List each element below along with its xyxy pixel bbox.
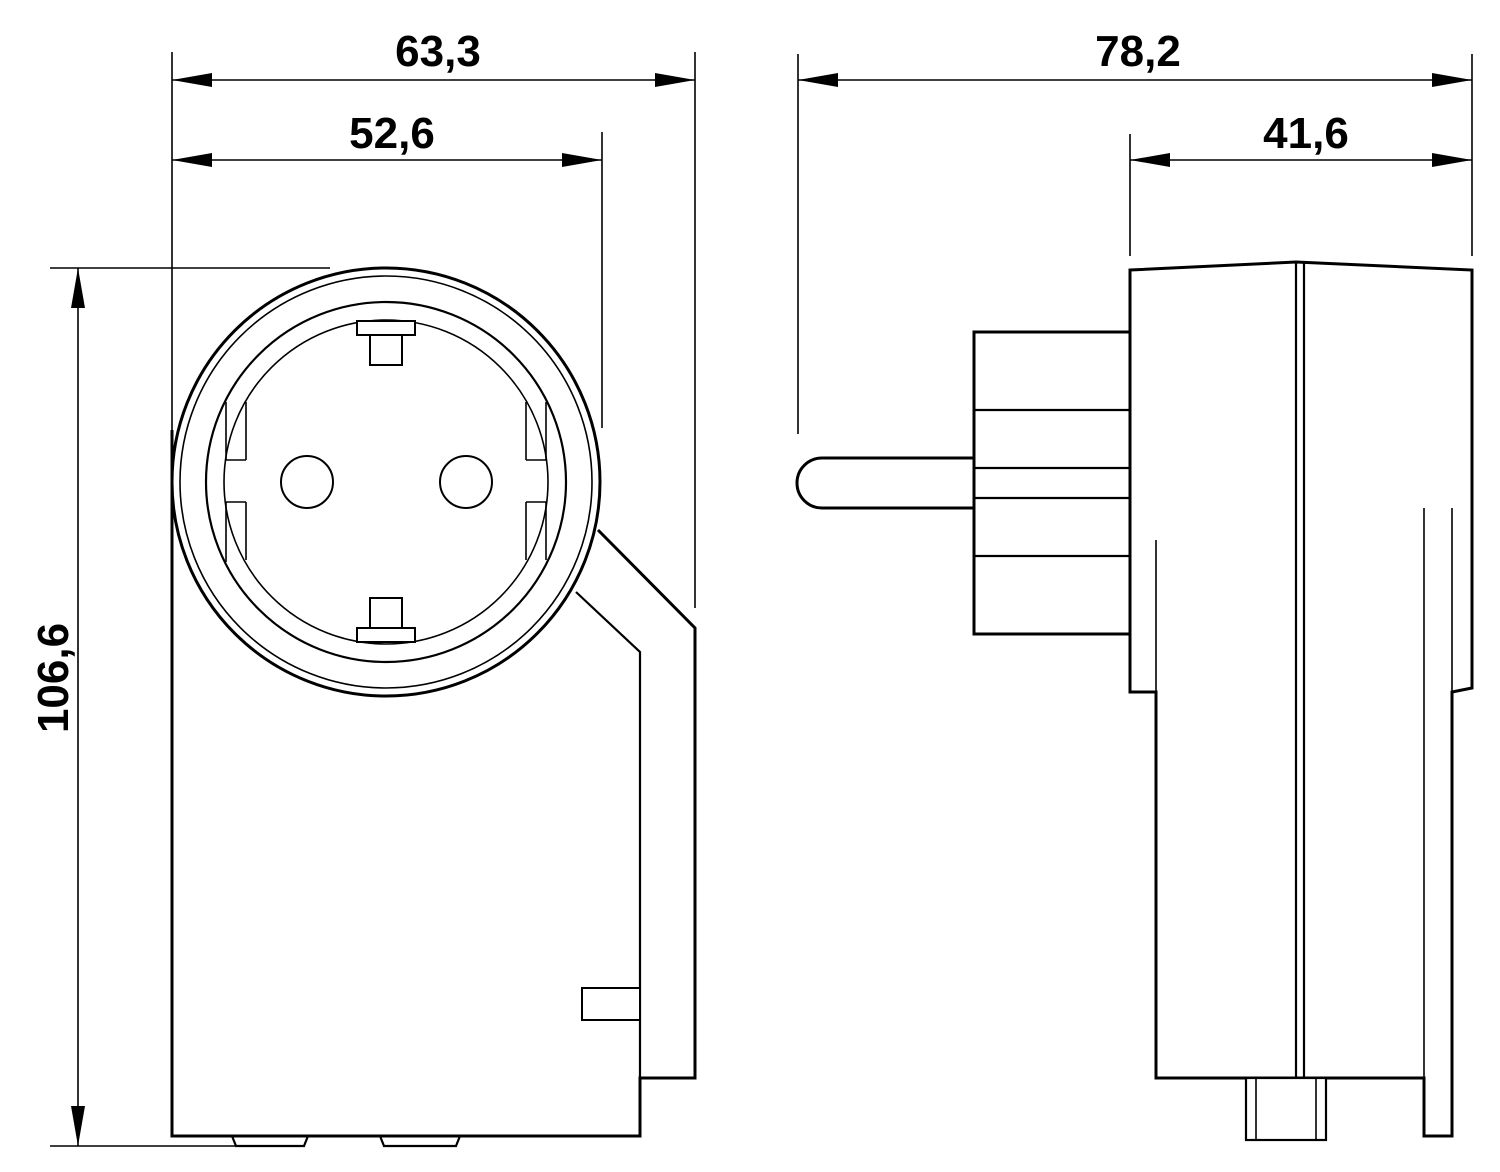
pin-hole-left: [280, 455, 334, 509]
dim-label-front-socket-width: 52,6: [349, 109, 435, 158]
front-dimensions: 63,3 52,6 106,6: [29, 27, 696, 1147]
front-view: [170, 266, 697, 1148]
side-body-outline: [1128, 260, 1474, 1138]
dim-label-front-overall-width: 63,3: [395, 27, 481, 76]
side-view: [795, 260, 1474, 1142]
dim-label-side-overall-depth: 78,2: [1095, 27, 1181, 76]
pin-hole-right: [439, 455, 493, 509]
plug-pin: [795, 456, 974, 510]
front-chamfer-line: [575, 591, 642, 1078]
socket-outer-ring-inner: [179, 275, 593, 689]
indicator-window: [581, 987, 641, 1021]
dim-label-height: 106,6: [29, 623, 78, 733]
side-terminal: [1244, 1076, 1328, 1142]
dim-label-side-body-depth: 41,6: [1263, 109, 1349, 158]
socket-inner-ring: [204, 300, 568, 664]
socket-outer-ring: [170, 266, 602, 698]
earth-contact-top: [356, 320, 416, 336]
earth-contact-bottom: [356, 627, 416, 643]
plug-collar: [972, 330, 1132, 636]
side-dimensions: 78,2 41,6: [797, 27, 1473, 434]
